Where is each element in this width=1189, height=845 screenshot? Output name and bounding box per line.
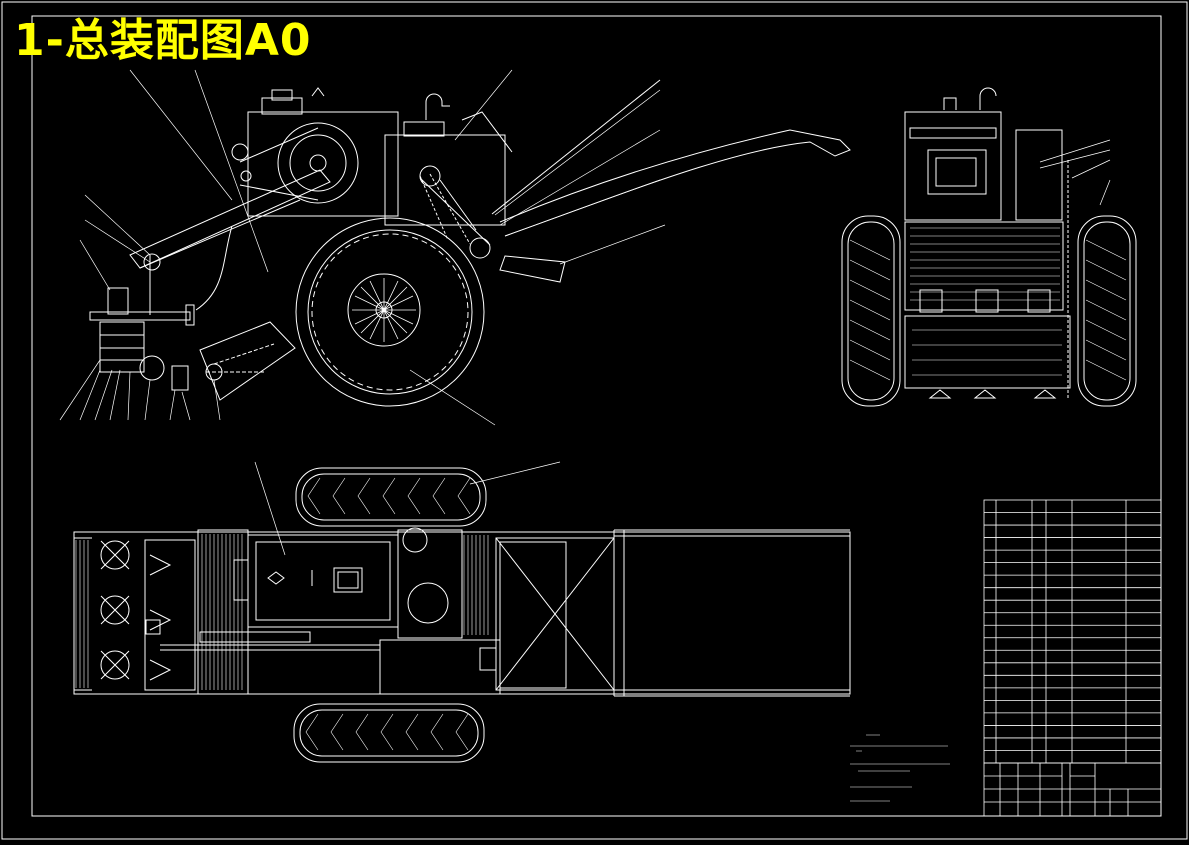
front-view [841, 87, 1137, 407]
sheet-inner-frame [31, 15, 1162, 817]
top-view [73, 461, 851, 763]
technical-notes [850, 734, 950, 802]
title-block [983, 762, 1162, 817]
side-view [59, 69, 851, 426]
parts-list-table [983, 499, 1162, 764]
drawing-title: 1-总装配图A0 [14, 15, 312, 66]
